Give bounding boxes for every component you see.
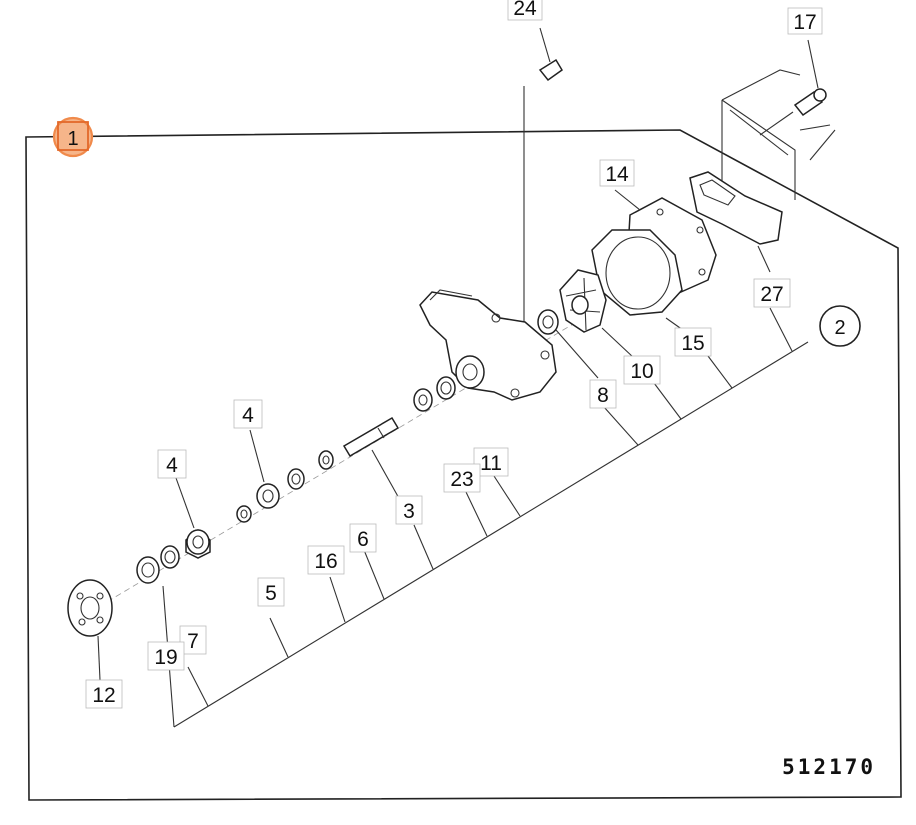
frame-outline	[25, 129, 902, 801]
label-part-27: 27	[753, 278, 791, 308]
label-part-10: 10	[623, 355, 661, 385]
callout-assembly-box	[57, 121, 89, 151]
label-part-23: 23	[443, 463, 481, 493]
part-4-bearing-upper	[249, 429, 280, 509]
bracket-leaders	[162, 307, 809, 728]
pump-housing	[419, 289, 557, 401]
part-7-circlip	[160, 545, 180, 569]
svg-text:17: 17	[793, 11, 816, 34]
label-part-14: 14	[599, 159, 635, 187]
part-10-impeller	[559, 269, 635, 359]
part-labels: 24 17 14 27 15 10 8 11 23 3 6 16 4 4 5 7…	[85, 0, 823, 709]
part-24-bolt	[523, 27, 563, 330]
part-27-gasket	[689, 171, 783, 273]
svg-text:11: 11	[480, 452, 502, 475]
label-part-8: 8	[589, 379, 617, 409]
label-part-3: 3	[395, 495, 423, 525]
svg-text:8: 8	[597, 384, 609, 407]
svg-text:24: 24	[513, 0, 537, 20]
label-part-6: 6	[349, 523, 377, 553]
svg-text:10: 10	[630, 360, 653, 383]
label-part-12: 12	[85, 679, 123, 709]
part-11-washer	[436, 376, 456, 400]
label-part-5: 5	[257, 577, 285, 607]
part-5-spacer	[236, 505, 252, 523]
label-part-19: 19	[147, 641, 185, 671]
svg-text:7: 7	[187, 630, 199, 653]
label-part-16: 16	[307, 545, 345, 575]
part-17-bolt	[759, 39, 827, 136]
callout-group[interactable]: 2	[819, 305, 861, 347]
label-part-4-lower: 4	[157, 449, 187, 479]
svg-text:4: 4	[166, 454, 178, 477]
part-4-bearing-lower	[175, 477, 211, 559]
svg-text:15: 15	[681, 332, 704, 355]
svg-text:14: 14	[605, 163, 629, 186]
svg-text:23: 23	[450, 468, 473, 491]
callout-assembly-circle	[52, 116, 94, 158]
part-19-seal	[136, 556, 160, 584]
svg-text:4: 4	[242, 404, 254, 427]
label-part-24: 24	[507, 0, 543, 21]
part-3-shaft	[342, 416, 401, 501]
svg-text:6: 6	[357, 528, 369, 551]
part-8-seal	[537, 309, 599, 379]
svg-text:12: 12	[92, 684, 115, 707]
part-12-hub	[67, 579, 113, 681]
svg-text:3: 3	[403, 500, 415, 523]
label-part-15: 15	[674, 327, 712, 357]
part-23-washer	[413, 388, 433, 412]
label-part-17: 17	[787, 7, 823, 35]
callout-assembly-label: 1	[67, 128, 78, 150]
svg-text:16: 16	[314, 550, 337, 573]
part-16-washer	[287, 468, 305, 490]
svg-text:27: 27	[760, 283, 783, 306]
svg-text:5: 5	[265, 582, 277, 605]
label-part-4-upper: 4	[233, 399, 263, 429]
part-6-circlip	[318, 450, 334, 470]
callout-group-label: 2	[834, 317, 845, 339]
drawing-number: 512170	[782, 755, 876, 779]
callout-assembly[interactable]: 1	[52, 116, 94, 158]
engine-block-outline	[721, 69, 836, 200]
svg-text:19: 19	[154, 646, 177, 669]
callout-group-circle	[819, 305, 861, 347]
